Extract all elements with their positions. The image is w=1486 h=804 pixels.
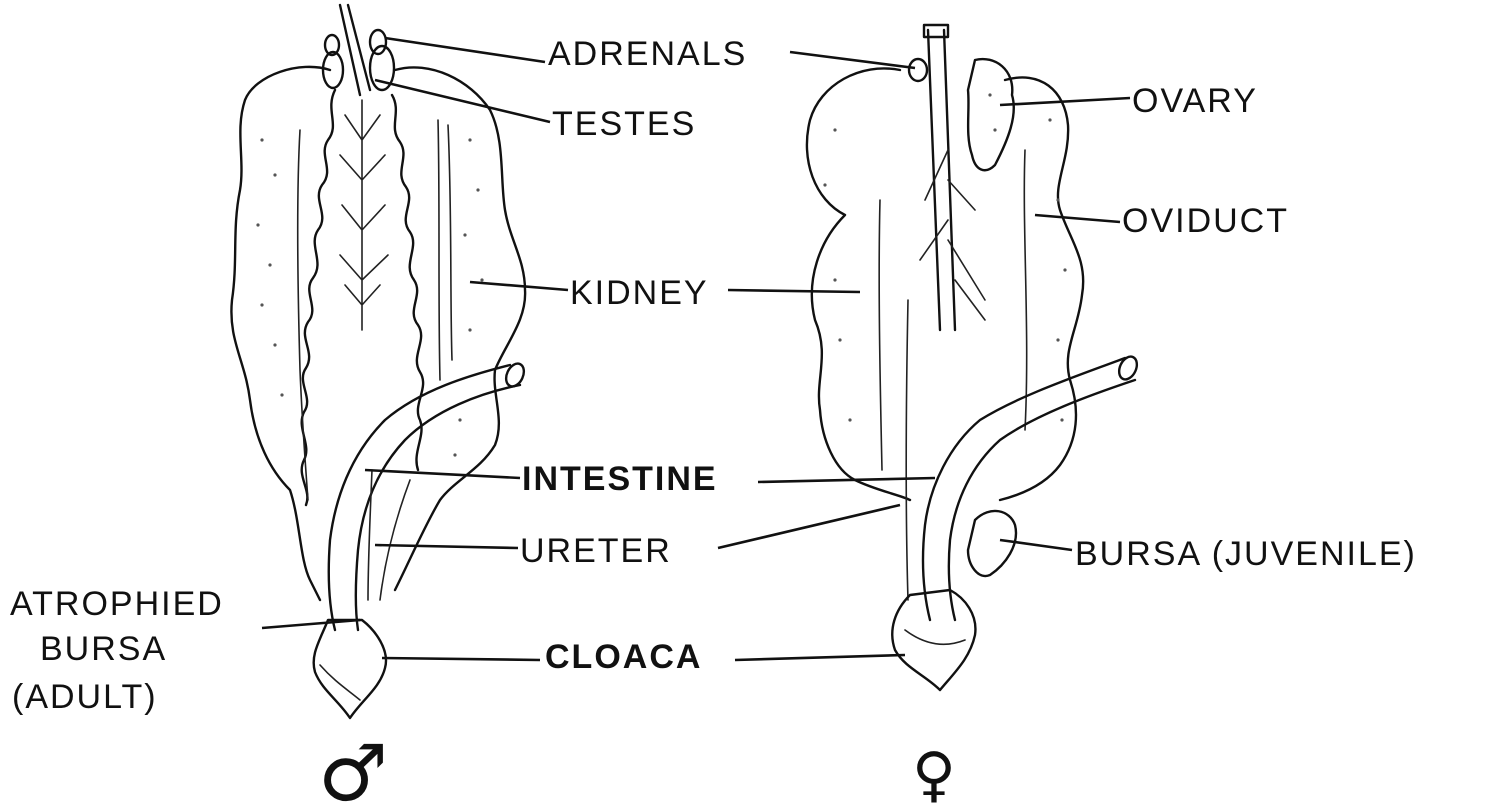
leader-adrenals-female — [790, 52, 915, 68]
male-vessel-left-wavy — [302, 90, 335, 505]
leader-bursa-juvenile — [1000, 540, 1072, 550]
label-atrophied-bursa-3: (ADULT) — [12, 678, 158, 716]
label-oviduct: OVIDUCT — [1122, 202, 1289, 240]
label-cloaca: CLOACA — [545, 638, 702, 676]
leader-atrophied-bursa — [262, 620, 360, 628]
label-kidney: KIDNEY — [570, 274, 709, 312]
male-aorta — [340, 5, 360, 95]
leader-oviduct — [1035, 215, 1120, 222]
male-right-duct — [438, 120, 440, 380]
female-adrenal — [909, 59, 927, 81]
male-left-kidney — [231, 67, 330, 600]
leader-kidney-female — [728, 290, 860, 292]
male-cloaca-inner — [320, 665, 360, 700]
leader-kidney-male — [470, 282, 568, 290]
male-right-duct-2 — [448, 125, 452, 360]
label-atrophied-bursa-2: BURSA — [40, 630, 167, 668]
female-intestine-end — [1116, 354, 1141, 383]
label-ureter: URETER — [520, 532, 672, 570]
female-aorta-2 — [944, 30, 955, 330]
label-intestine: INTESTINE — [522, 460, 718, 498]
leader-ureter-female — [718, 505, 900, 548]
female-intestine — [923, 358, 1125, 620]
label-ovary: OVARY — [1132, 82, 1258, 120]
female-bursa — [968, 511, 1016, 576]
label-bursa-juvenile: BURSA (JUVENILE) — [1075, 535, 1417, 573]
female-oviduct — [1000, 77, 1083, 500]
male-aorta-2 — [348, 5, 370, 90]
leader-ureter-male — [375, 545, 518, 548]
male-adrenal-right — [370, 30, 386, 54]
female-stipple — [823, 93, 1066, 421]
male-renal-branches — [340, 100, 388, 330]
male-ureter — [368, 470, 372, 600]
leader-cloaca-female — [735, 655, 905, 660]
label-testes: TESTES — [552, 105, 696, 143]
male-right-kidney — [395, 67, 525, 590]
female-left-kidney — [807, 68, 910, 500]
leader-cloaca-male — [382, 658, 540, 660]
female-oviduct-inner — [1024, 150, 1026, 430]
male-ureter-2 — [380, 480, 410, 600]
female-ovary — [968, 59, 1014, 170]
leader-adrenals-male — [385, 38, 545, 62]
male-vessel-right-wavy — [392, 95, 423, 470]
leader-testes — [375, 80, 550, 122]
label-atrophied-bursa-1: ATROPHIED — [10, 585, 224, 623]
leader-ovary — [1000, 98, 1130, 105]
label-adrenals: ADRENALS — [548, 35, 747, 73]
female-intestine-2 — [949, 380, 1135, 620]
labels: ADRENALS TESTES OVARY OVIDUCT KIDNEY INT… — [10, 35, 1417, 716]
female-symbol: ♀ — [912, 740, 956, 804]
female-cloaca-inner — [905, 630, 965, 644]
female-ureter — [906, 300, 908, 600]
male-symbol: ♂ — [318, 729, 388, 804]
female-urogenital-system — [807, 25, 1140, 690]
male-urogenital-system — [231, 5, 527, 718]
leader-intestine-male — [365, 470, 520, 478]
leader-intestine-female — [758, 478, 935, 482]
female-left-kidney-inner — [879, 200, 882, 470]
